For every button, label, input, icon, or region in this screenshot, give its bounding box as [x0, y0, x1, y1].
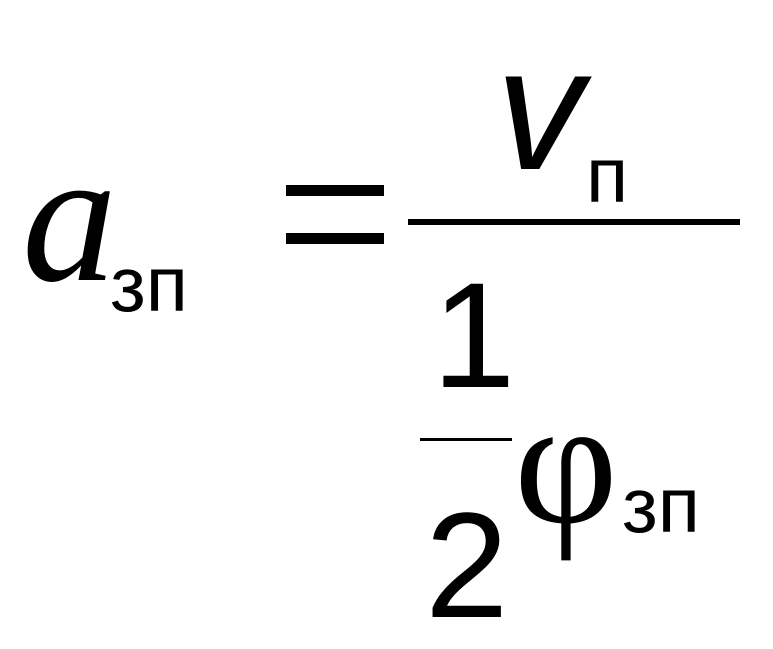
denominator-variable: φ — [514, 362, 618, 561]
numerator-subscript: п — [586, 131, 629, 219]
denominator-subscript: зп — [622, 461, 700, 549]
coefficient-denominator: 2 — [425, 481, 509, 649]
equals-top-bar — [286, 185, 384, 196]
equals-bottom-bar — [286, 233, 384, 244]
coefficient-numerator: 1 — [432, 251, 516, 419]
lhs-variable: a — [22, 112, 117, 322]
numerator-variable: v — [496, 12, 584, 207]
coefficient-fraction-bar — [420, 438, 512, 441]
lhs-subscript: зп — [110, 240, 188, 328]
main-fraction-bar — [408, 219, 740, 225]
